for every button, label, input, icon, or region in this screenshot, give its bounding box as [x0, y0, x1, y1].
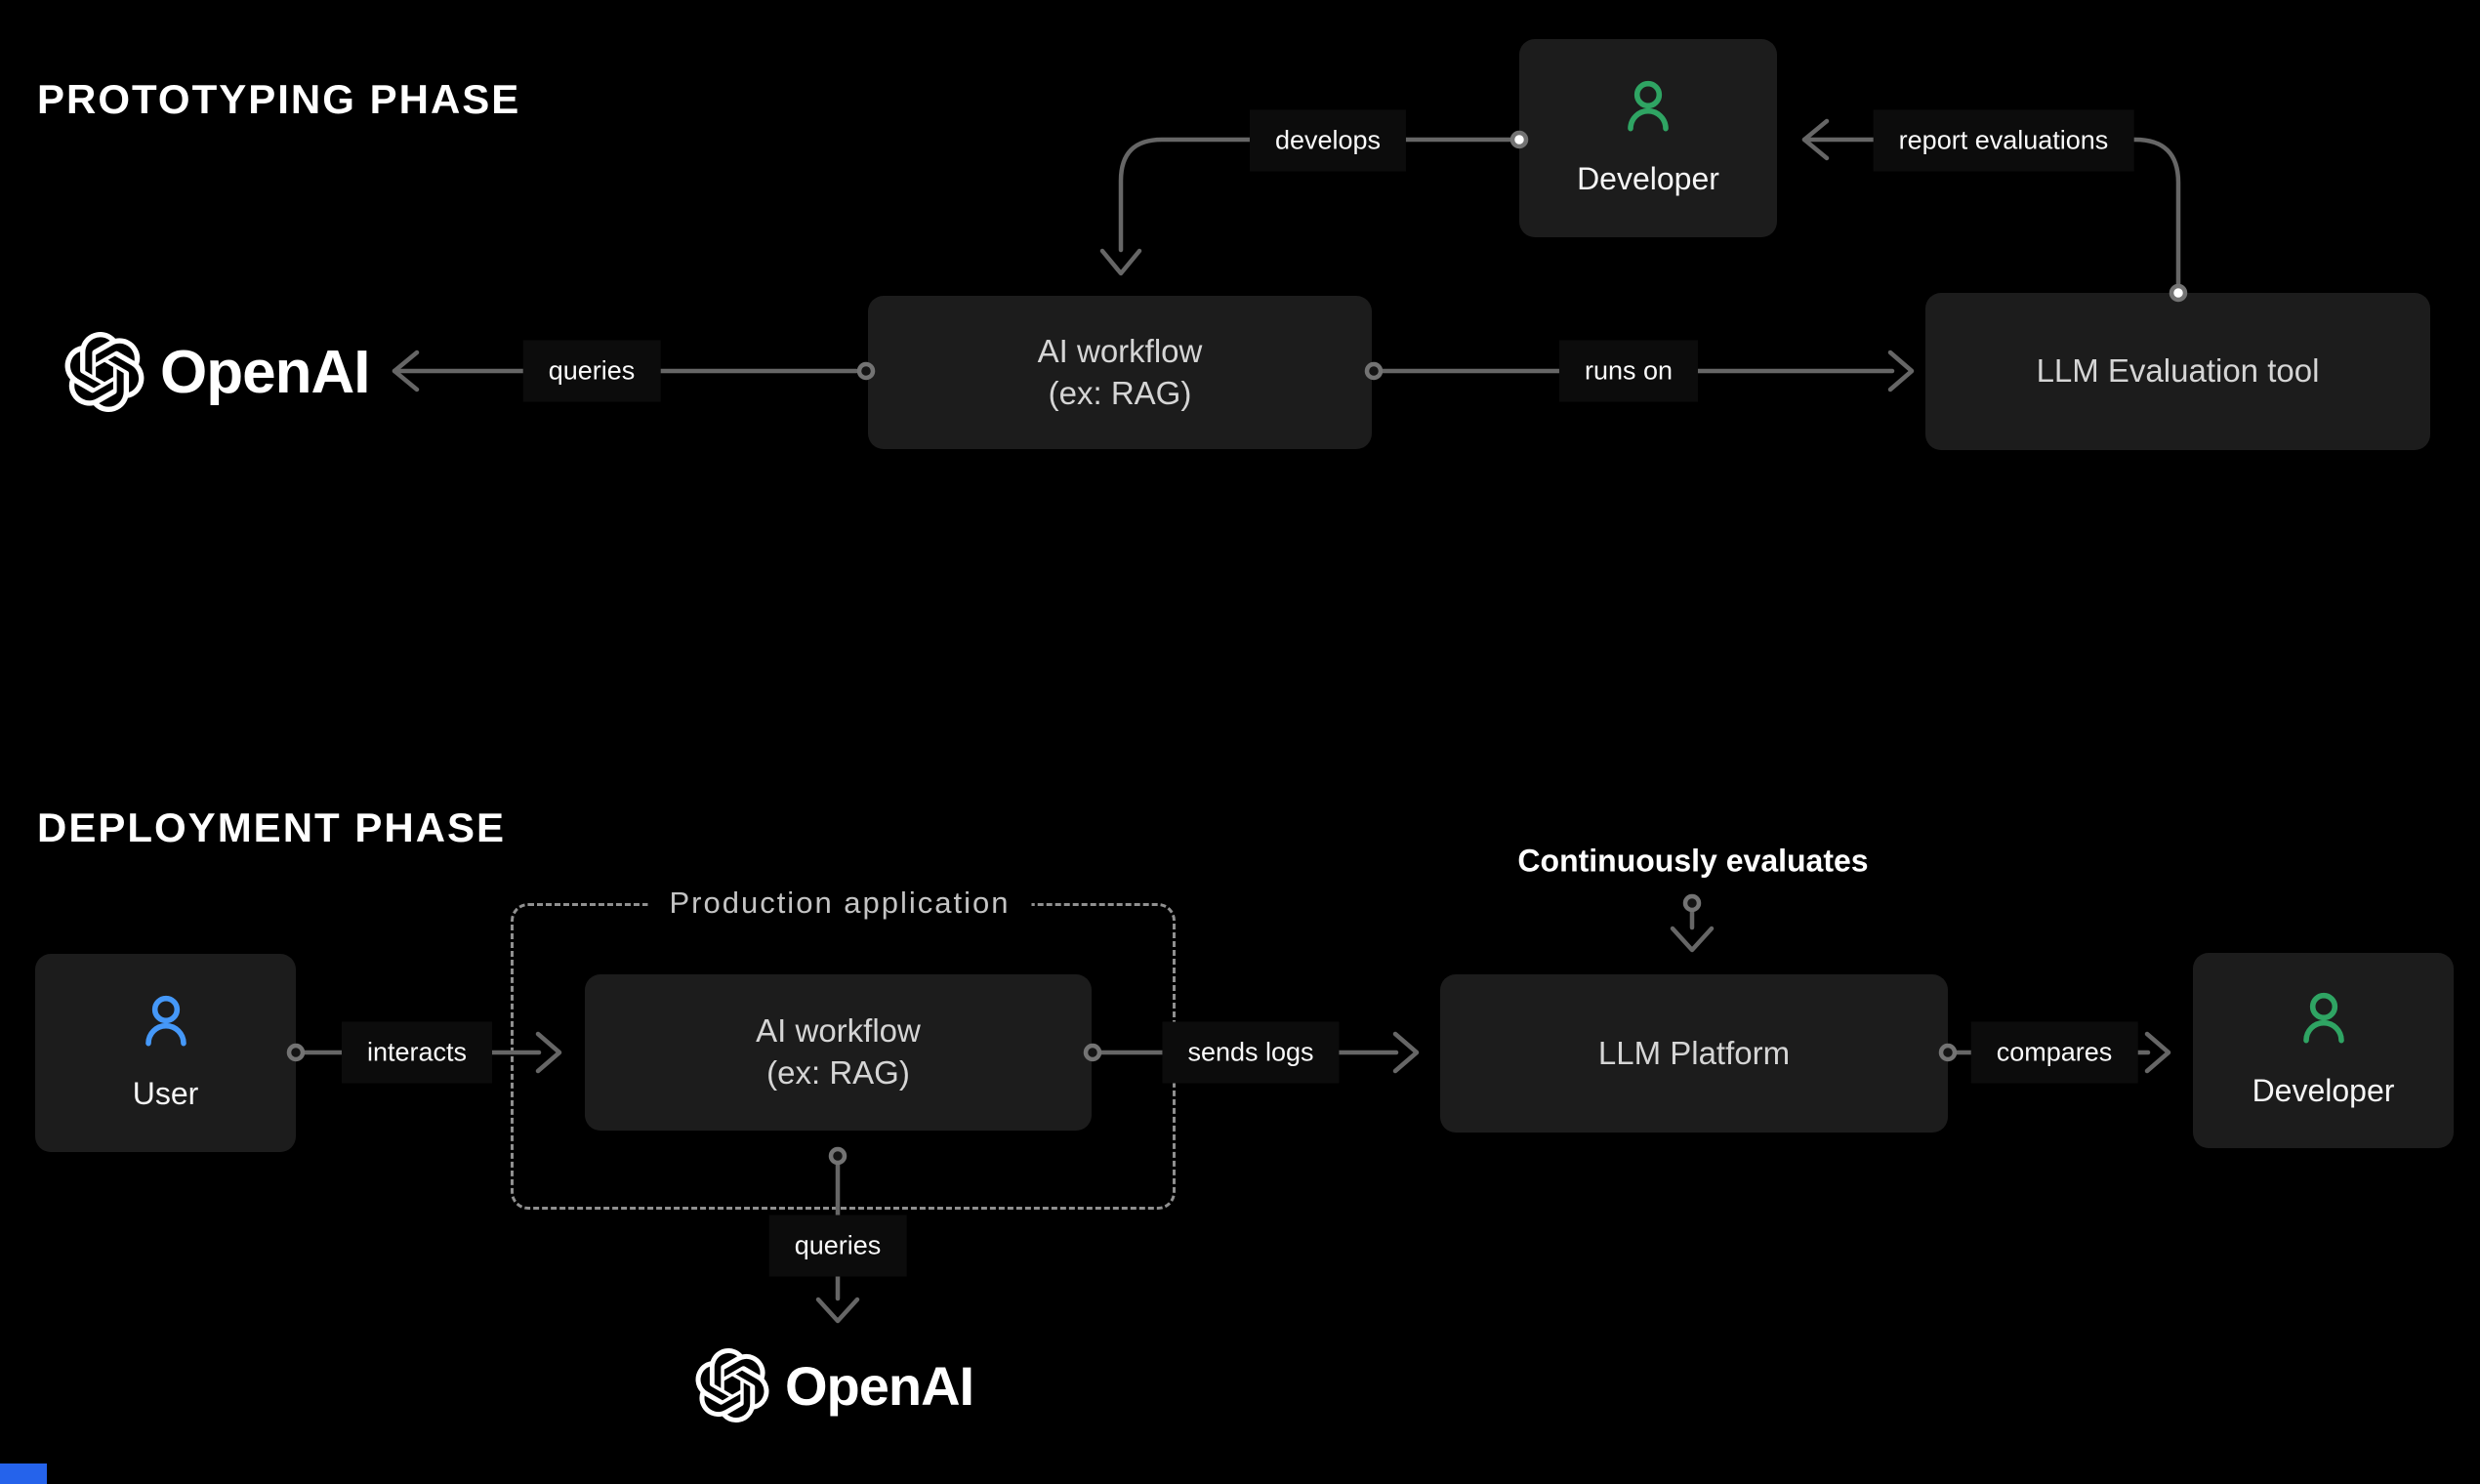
edge-develops: [1099, 130, 1529, 276]
edge-label-queries-top: queries: [522, 340, 661, 402]
connector-dot: [856, 361, 876, 381]
openai-wordmark: OpenAI: [785, 1354, 974, 1417]
edge-label-report-evaluations: report evaluations: [1873, 109, 2134, 172]
node-label: AI workflow: [1037, 332, 1203, 369]
edge-label-interacts: interacts: [341, 1021, 493, 1084]
openai-blossom-icon: [695, 1348, 769, 1422]
production-application-title: Production application: [647, 886, 1032, 921]
node-llm-evaluation-tool: LLM Evaluation tool: [1925, 293, 2430, 450]
node-ai-workflow-prototyping: AI workflow (ex: RAG): [868, 296, 1372, 449]
node-sublabel: (ex: RAG): [766, 1054, 910, 1091]
edge-label-sends-logs: sends logs: [1162, 1021, 1340, 1084]
node-label: User: [132, 1075, 199, 1111]
connector-dot: [286, 1043, 306, 1062]
arrowhead-right-icon: [1392, 1031, 1420, 1074]
arrowhead-right-icon: [1887, 350, 1915, 392]
edge-report-evaluations: [1801, 118, 2188, 303]
developer-person-icon: [2302, 993, 2344, 1044]
openai-blossom-icon: [64, 332, 145, 412]
arrowhead-right-icon: [2144, 1031, 2171, 1074]
edge-label-develops: develops: [1249, 109, 1407, 172]
connector-dot: [1938, 1043, 1958, 1062]
openai-wordmark: OpenAI: [160, 338, 370, 406]
edge-continuously-evaluates: [1670, 893, 1715, 953]
connector-dot: [1364, 361, 1384, 381]
edge-label-continuously-evaluates: Continuously evaluates: [1517, 843, 1869, 879]
connector-dot: [828, 1146, 847, 1166]
connector-dot: [1509, 130, 1529, 149]
arrowhead-down-icon: [1670, 926, 1715, 953]
accent-bar: [0, 1463, 47, 1484]
openai-logo-top: OpenAI: [64, 332, 370, 412]
edge-label-queries-bottom: queries: [768, 1215, 907, 1277]
node-label: LLM Platform: [1597, 1034, 1791, 1071]
node-label: LLM Evaluation tool: [2036, 352, 2320, 390]
edge-label-compares: compares: [1970, 1021, 2138, 1084]
node-llm-platform: LLM Platform: [1440, 974, 1948, 1133]
node-developer-prototyping: Developer: [1519, 39, 1777, 237]
arrowhead-left-icon: [1801, 118, 1830, 161]
node-label: AI workflow: [756, 1012, 921, 1050]
arrowhead-down-icon: [1099, 248, 1142, 276]
prototyping-phase-title: PROTOTYPING PHASE: [37, 76, 521, 122]
node-user: User: [35, 954, 296, 1152]
openai-logo-bottom: OpenAI: [695, 1347, 974, 1423]
developer-person-icon: [1628, 80, 1669, 132]
node-developer-deployment: Developer: [2193, 953, 2454, 1148]
node-ai-workflow-deployment: AI workflow (ex: RAG): [585, 974, 1092, 1131]
arrowhead-down-icon: [815, 1297, 860, 1324]
connector-dot: [1083, 1043, 1102, 1062]
deployment-phase-title: DEPLOYMENT PHASE: [37, 804, 507, 850]
arrowhead-left-icon: [392, 350, 420, 392]
node-label: Developer: [2252, 1073, 2395, 1109]
connector-dot: [2169, 283, 2188, 303]
arrowhead-right-icon: [535, 1031, 562, 1074]
node-label: Developer: [1577, 160, 1719, 196]
connector-dot: [1682, 893, 1702, 913]
user-person-icon: [145, 995, 186, 1047]
node-sublabel: (ex: RAG): [1048, 374, 1192, 411]
edge-label-runs-on: runs on: [1558, 340, 1699, 402]
